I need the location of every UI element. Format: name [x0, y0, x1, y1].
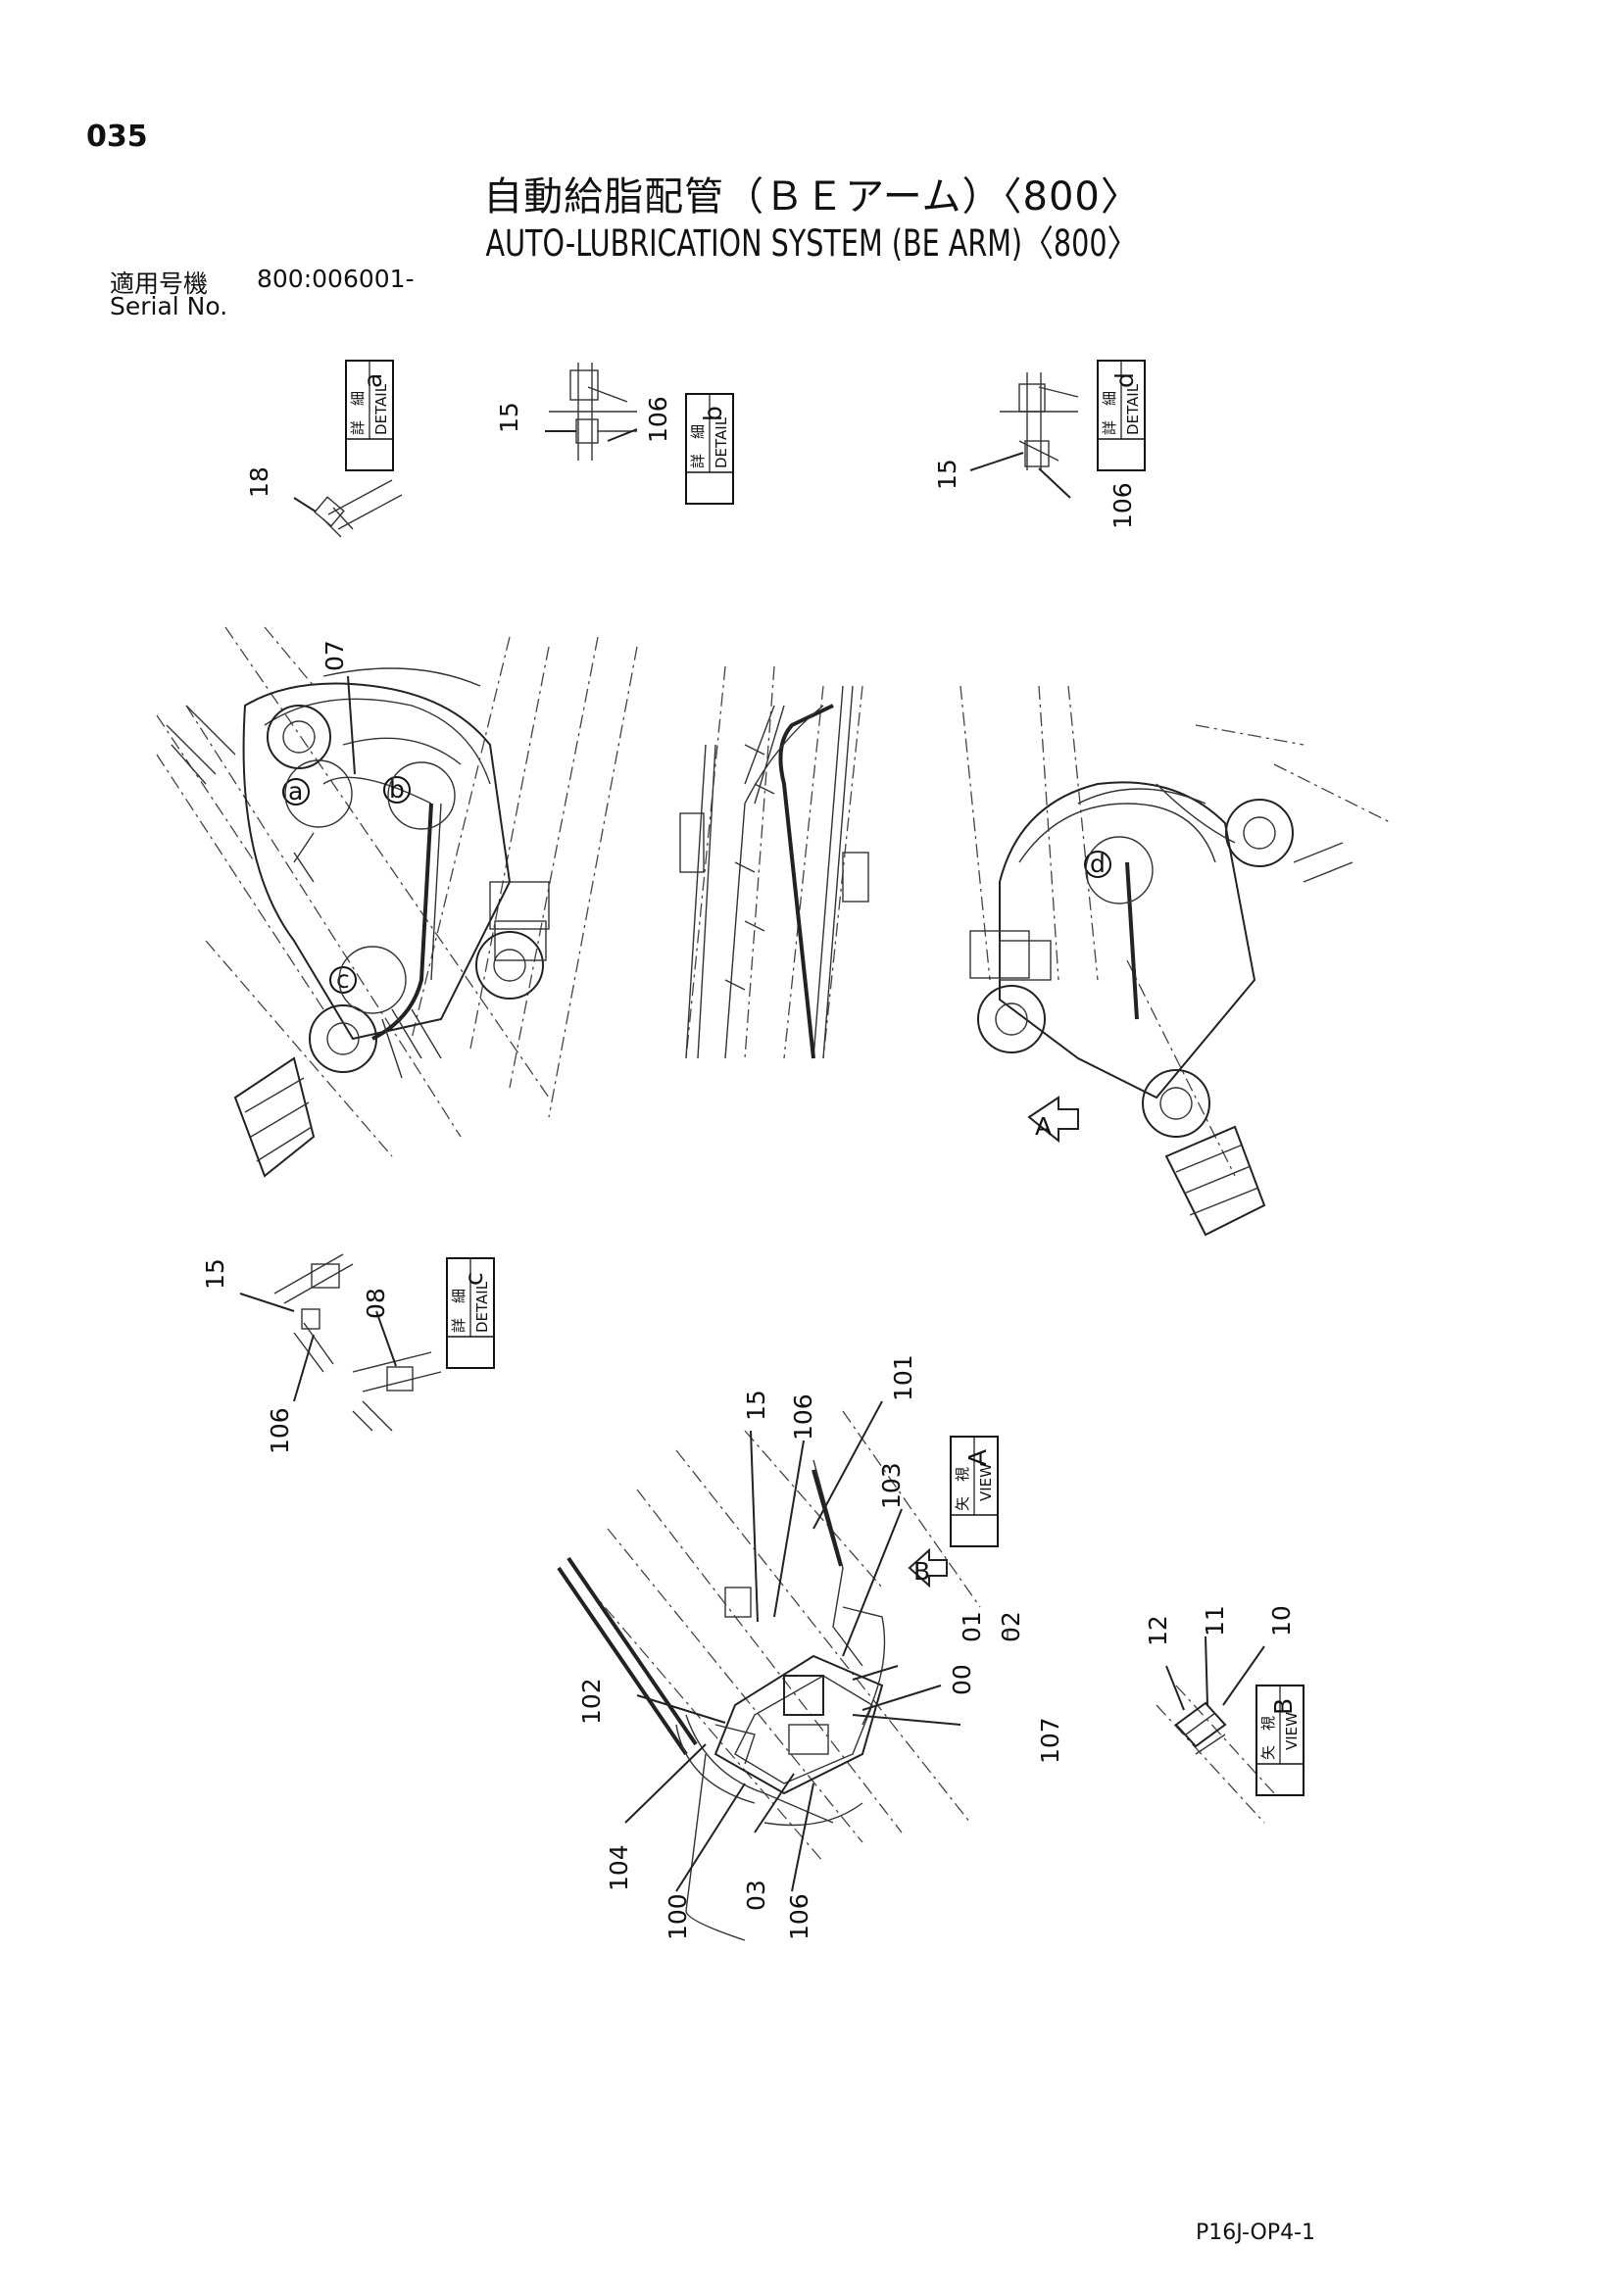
detail-b-group: 15 106 詳 細 DETAIL b	[495, 363, 734, 505]
label-11: 11	[1201, 1605, 1229, 1637]
callout-arrow-a: A	[1035, 1112, 1052, 1141]
detail-a-jp: 詳 細	[349, 391, 367, 435]
label-104: 104	[605, 1844, 633, 1891]
detail-a-group: 詳 細 DETAIL a 18	[245, 360, 403, 538]
callout-c-main: c	[336, 965, 350, 994]
view-a-group: 15 106 101 103 01 02 00 102 104 100 03 1…	[557, 1354, 1064, 1941]
detail-d-letter: d	[1110, 372, 1139, 388]
detail-b-letter: b	[699, 406, 727, 421]
detail-d-jp: 詳 細	[1101, 391, 1118, 435]
callout-b-main: b	[389, 775, 405, 804]
label-106-b: 106	[644, 396, 672, 443]
detail-c-tag: 詳 細 DETAIL c	[446, 1257, 495, 1369]
page-title-english: AUTO-LUBRICATION SYSTEM (BE ARM)〈800〉	[485, 222, 1139, 265]
label-102: 102	[577, 1678, 606, 1725]
label-07: 07	[320, 640, 349, 671]
view-b-tag: 矢 視 VIEW B	[1255, 1685, 1304, 1796]
label-106-c: 106	[266, 1407, 294, 1454]
view-b-group: 12 11 10 矢 視 VIEW B	[1144, 1605, 1304, 1824]
detail-c-jp: 詳 細	[450, 1289, 468, 1333]
label-18: 18	[245, 466, 273, 498]
detail-c-group: 15 106 08 詳 細 DETAIL c	[201, 1253, 495, 1454]
label-08-c: 08	[362, 1288, 390, 1319]
label-03: 03	[742, 1880, 770, 1911]
main-left-assembly: a b c 07	[156, 626, 638, 1178]
main-right-assembly: d A	[960, 685, 1393, 1237]
view-a-letter: A	[963, 1449, 992, 1466]
label-106-va-bottom: 106	[785, 1893, 813, 1940]
detail-d-group: 15 106 詳 細 DETAIL d	[933, 360, 1146, 529]
label-15-b: 15	[495, 402, 523, 433]
footer-code: P16J-OP4-1	[1196, 2221, 1316, 2245]
view-b-jp: 矢 視	[1259, 1716, 1277, 1760]
callout-d-main: d	[1090, 850, 1106, 878]
serial-label-english: Serial No.	[110, 292, 228, 320]
detail-a-tag: 詳 細 DETAIL a	[345, 360, 394, 471]
label-02: 02	[997, 1611, 1025, 1642]
view-a-en: VIEW	[977, 1463, 995, 1501]
main-center-assembly	[679, 665, 869, 1059]
detail-a-en: DETAIL	[372, 383, 390, 435]
label-15-c: 15	[201, 1258, 229, 1290]
serial-value: 800:006001-	[257, 265, 415, 293]
label-100: 100	[664, 1893, 692, 1940]
label-12: 12	[1144, 1615, 1172, 1646]
callout-arrow-b: B	[913, 1557, 930, 1586]
detail-d-en: DETAIL	[1124, 383, 1142, 435]
page-number: 035	[86, 120, 148, 154]
page-title-japanese: 自動給脂配管（ＢＥアーム）〈800〉	[483, 174, 1141, 220]
view-b-en: VIEW	[1283, 1712, 1301, 1750]
label-15-d: 15	[933, 459, 961, 490]
label-101: 101	[889, 1354, 917, 1401]
detail-c-letter: c	[460, 1272, 488, 1286]
detail-d-tag: 詳 細 DETAIL d	[1097, 360, 1146, 471]
label-15-va: 15	[742, 1390, 770, 1421]
callout-a-main: a	[288, 777, 303, 806]
view-a-tag: 矢 視 VIEW A	[950, 1436, 999, 1547]
label-00: 00	[948, 1664, 976, 1695]
label-106-va-top: 106	[789, 1393, 817, 1441]
view-b-letter: B	[1269, 1698, 1298, 1715]
detail-b-en: DETAIL	[713, 416, 730, 468]
label-01: 01	[958, 1611, 986, 1642]
label-103: 103	[877, 1462, 906, 1509]
view-a-jp: 矢 視	[954, 1467, 971, 1511]
detail-c-en: DETAIL	[473, 1281, 491, 1333]
serial-label-japanese: 適用号機	[110, 269, 209, 298]
detail-a-letter: a	[359, 373, 387, 388]
detail-b-tag: 詳 細 DETAIL b	[685, 393, 734, 505]
detail-b-jp: 詳 細	[689, 424, 707, 468]
label-10: 10	[1267, 1605, 1296, 1637]
label-107: 107	[1036, 1717, 1064, 1764]
label-106-d: 106	[1108, 482, 1137, 529]
